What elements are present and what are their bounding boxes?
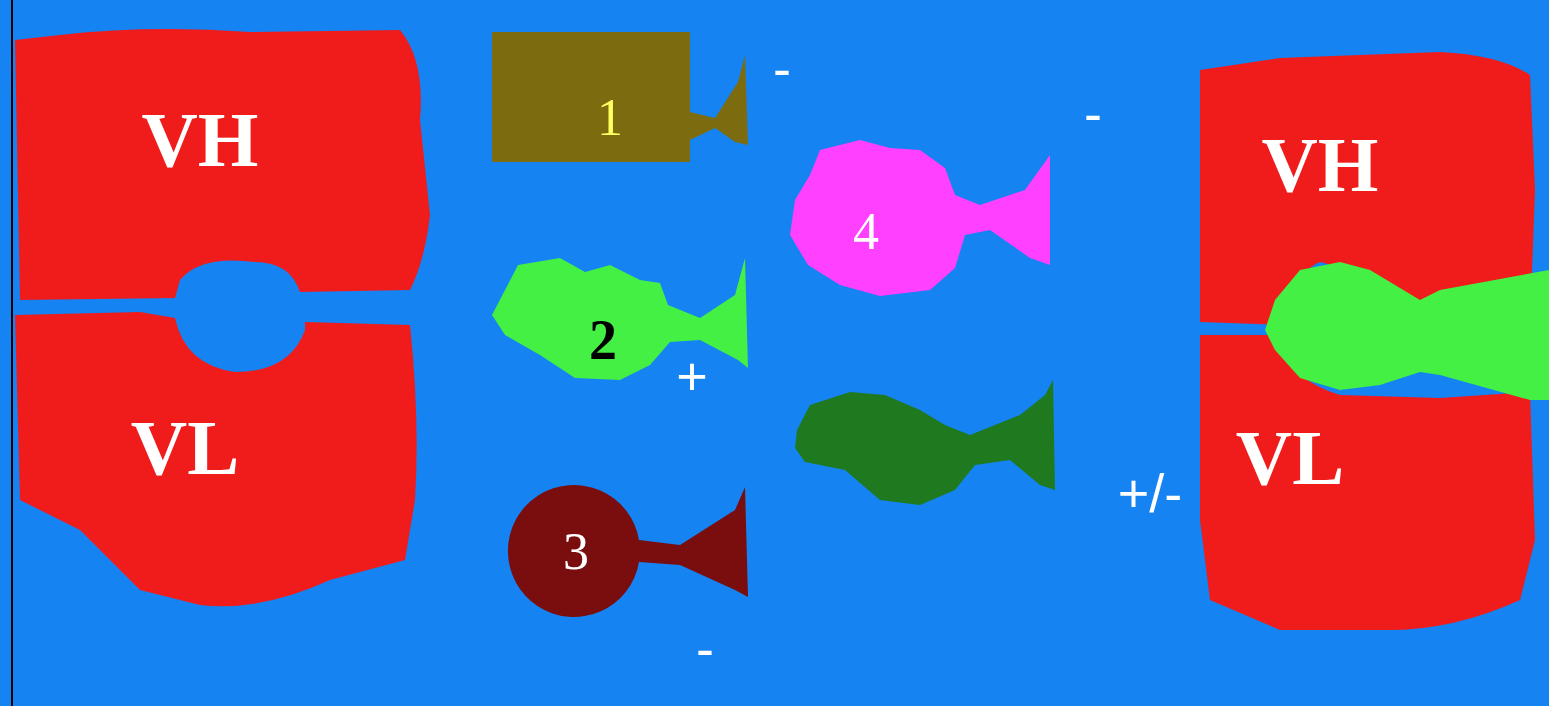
shape-fill (492, 32, 748, 162)
antigen-shape (1265, 262, 1549, 400)
hapten-shape: 1 (490, 30, 752, 165)
shape-fill (15, 312, 417, 606)
shape-label: VH (142, 101, 259, 179)
shape-fill (15, 29, 430, 300)
charge-sign: - (773, 41, 791, 95)
hapten-shape: 3 (505, 484, 752, 620)
shape-outline (788, 138, 1054, 298)
shape-label: VH (1262, 126, 1379, 204)
charge-sign: - (696, 621, 714, 675)
charge-sign: + (676, 349, 708, 403)
shape-label: VL (1236, 419, 1344, 497)
charge-sign: - (1084, 86, 1102, 140)
edge-line (11, 0, 13, 706)
hapten-shape: 2 (490, 255, 752, 383)
light-chain: VL (14, 310, 434, 615)
shape-fill (492, 258, 748, 380)
antigen-shape (795, 380, 1055, 505)
shape-fill (508, 485, 748, 617)
shape-label: 2 (589, 312, 617, 368)
hapten-shape: 4 (788, 138, 1054, 298)
shape-outline (490, 255, 752, 383)
shape-label: 1 (597, 92, 623, 144)
charge-sign: +/- (1118, 466, 1183, 520)
heavy-chain: VH (14, 25, 434, 305)
shape-label: 4 (853, 206, 879, 258)
shape-fill (790, 140, 1050, 296)
shape-label: VL (131, 409, 239, 487)
shape-label: 3 (563, 526, 589, 578)
shape-outline (505, 484, 752, 620)
